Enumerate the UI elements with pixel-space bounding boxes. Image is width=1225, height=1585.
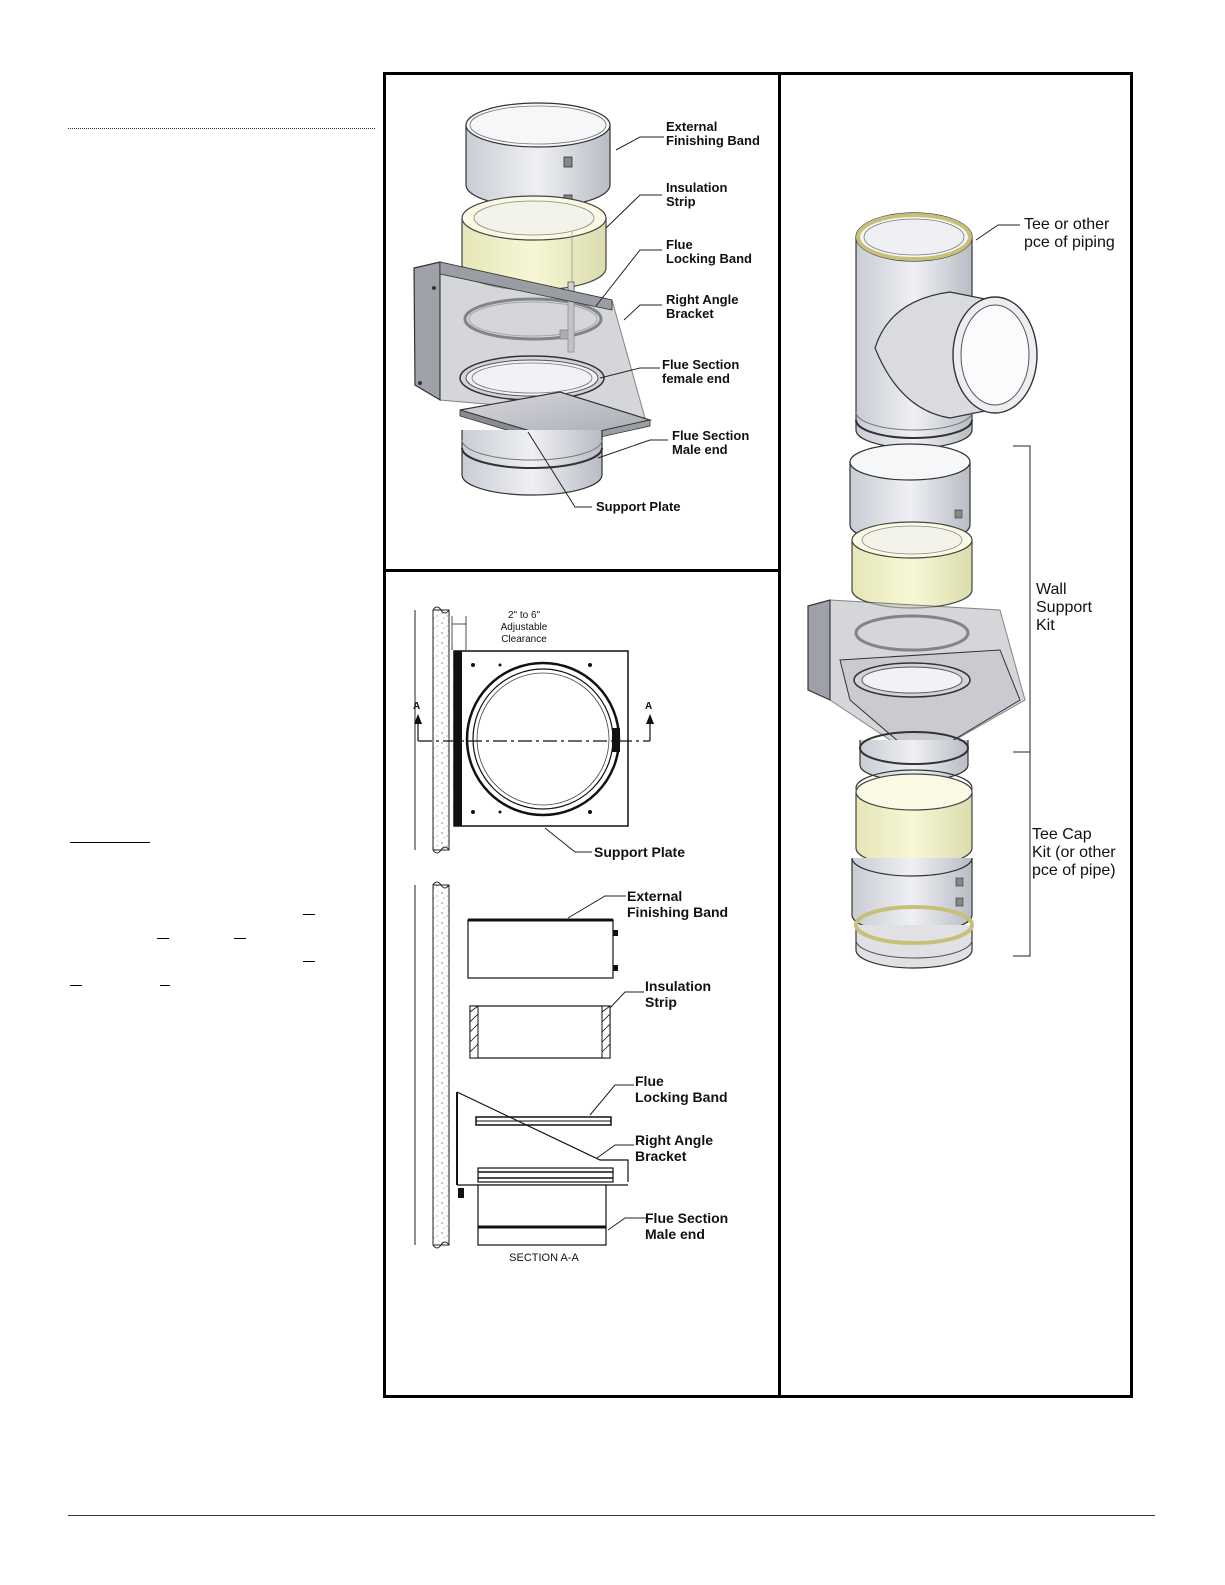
left-column-underline bbox=[70, 842, 150, 843]
figure-c-label-wall-support-kit: Wall Support Kit bbox=[1036, 581, 1093, 634]
figure-b-section-marker-right: A bbox=[645, 701, 653, 712]
left-column-dash-2 bbox=[157, 938, 169, 939]
section-external-finishing-band-shape bbox=[467, 918, 618, 979]
figure-frame bbox=[383, 72, 1133, 1398]
figure-b-label-insulation-strip: Insulation Strip bbox=[645, 978, 712, 1010]
figure-a-label-right-angle-bracket: Right Angle Bracket bbox=[666, 292, 739, 321]
section-flue-locking-band-shape bbox=[475, 1116, 612, 1126]
section-insulation-strip-shape bbox=[469, 1005, 611, 1059]
left-column-dash-6 bbox=[160, 985, 170, 986]
insulation-strip-shape bbox=[461, 195, 607, 291]
kit-bracket-shape bbox=[807, 599, 1026, 761]
figure-b-label-flue-section-male-end: Flue Section Male end bbox=[645, 1210, 729, 1242]
left-column-dash-1 bbox=[303, 914, 315, 915]
figure-a-label-external-finishing-band: External Finishing Band bbox=[666, 119, 760, 148]
figure-a-label-flue-section-female-end: Flue Section female end bbox=[662, 357, 740, 386]
figure-a-label-support-plate: Support Plate bbox=[596, 499, 681, 514]
left-column-dash-5 bbox=[70, 985, 82, 986]
section-wall-shape bbox=[414, 881, 450, 1249]
figure-b-label-support-plate: Support Plate bbox=[594, 844, 686, 860]
flue-section-female-end-shape bbox=[459, 355, 605, 401]
figure-b-label-external-finishing-band: External Finishing Band bbox=[627, 888, 729, 920]
left-column-dash-4 bbox=[303, 961, 315, 962]
section-bracket-and-flue-shape bbox=[456, 1091, 629, 1246]
figure-a-label-flue-section-male-end: Flue Section Male end bbox=[672, 428, 750, 457]
tee-cap-kit-shape bbox=[851, 769, 974, 969]
figure-vertical-divider bbox=[778, 72, 781, 1398]
figure-b-clearance-label: 2" to 6" Adjustable Clearance bbox=[500, 610, 548, 645]
footer-rule bbox=[68, 1515, 1155, 1516]
figure-a-label-flue-locking-band: Flue Locking Band bbox=[666, 237, 752, 266]
kit-insulation-shape bbox=[851, 521, 973, 609]
left-column-divider bbox=[68, 128, 375, 129]
figure-a-label-insulation-strip: Insulation Strip bbox=[666, 180, 728, 209]
figure-horizontal-divider bbox=[383, 569, 780, 572]
figure-b-section-caption: SECTION A-A bbox=[509, 1252, 579, 1264]
figure-b-label-flue-locking-band: Flue Locking Band bbox=[635, 1073, 728, 1105]
plan-support-plate-shape bbox=[453, 650, 629, 827]
flue-section-male-end-shape bbox=[461, 430, 603, 496]
left-column-dash-3 bbox=[234, 938, 246, 939]
figure-b-section-marker-left: A bbox=[413, 701, 421, 712]
kit-external-band-shape bbox=[849, 443, 971, 544]
figure-b-label-right-angle-bracket: Right Angle Bracket bbox=[635, 1132, 714, 1164]
plan-wall-shape bbox=[414, 606, 450, 854]
figure-c-label-tee-cap-kit: Tee Cap Kit (or other pce of pipe) bbox=[1032, 826, 1116, 879]
tee-pipe-shape bbox=[855, 212, 1038, 449]
figure-c-label-tee: Tee or other pce of piping bbox=[1024, 216, 1115, 251]
